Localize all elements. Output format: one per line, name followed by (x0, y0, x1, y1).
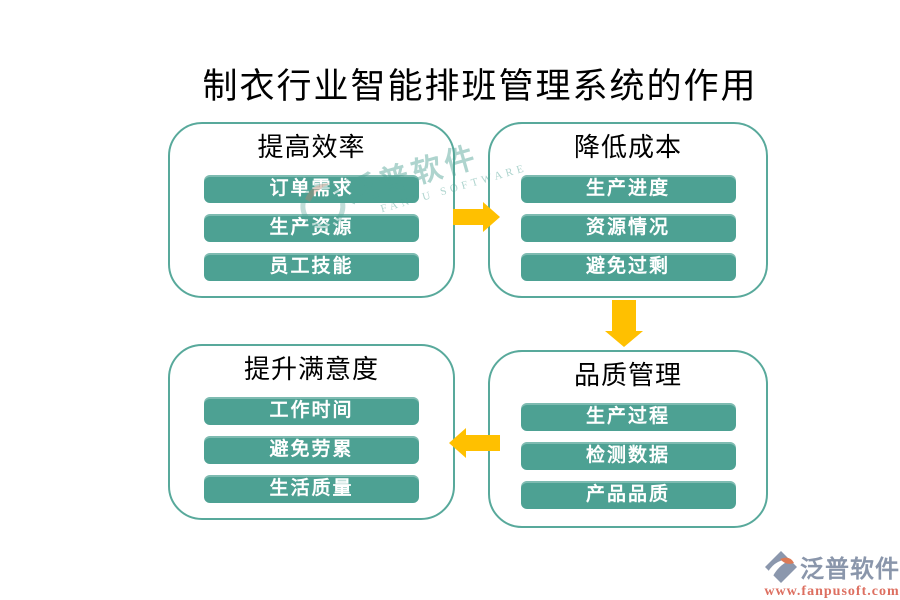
group-header-reduce-cost: 降低成本 (573, 133, 682, 162)
page-title: 制衣行业智能排班管理系统的作用 (202, 67, 758, 106)
item-pill: 避免劳累 (204, 436, 419, 464)
footer-logo: 泛普软件 www.fanpusoft.com (764, 549, 900, 600)
item-pill: 生活质量 (204, 475, 419, 503)
arrow-head (483, 202, 500, 232)
group-header-improve-efficiency: 提高效率 (257, 133, 366, 162)
item-pill: 产品品质 (520, 481, 736, 509)
group-box-reduce-cost: 降低成本 生产进度 资源情况 避免过剩 (488, 122, 768, 298)
item-pill: 生产过程 (520, 403, 736, 431)
item-pill: 生产进度 (520, 175, 736, 203)
item-pill: 资源情况 (520, 214, 736, 242)
group-box-improve-efficiency: 提高效率 订单需求 生产资源 员工技能 (168, 122, 455, 298)
arrow-shaft (453, 209, 483, 225)
arrow-left-icon (449, 428, 500, 458)
arrow-shaft (612, 300, 636, 331)
footer-url-text: www.fanpusoft.com (764, 584, 900, 599)
item-pill: 生产资源 (204, 214, 419, 242)
item-pill: 订单需求 (204, 175, 419, 203)
group-header-improve-satisfaction: 提升满意度 (243, 355, 379, 384)
item-pill: 避免过剩 (520, 253, 736, 281)
item-pill: 工作时间 (204, 397, 419, 425)
arrow-shaft (466, 435, 500, 451)
arrow-down-icon (605, 300, 643, 347)
item-pill: 检测数据 (520, 442, 736, 470)
group-header-quality-management: 品质管理 (573, 361, 682, 390)
arrow-head (449, 428, 466, 458)
group-box-quality-management: 品质管理 生产过程 检测数据 产品品质 (488, 350, 768, 528)
arrow-right-icon (453, 202, 500, 232)
item-pill: 员工技能 (204, 253, 419, 281)
footer-brand-text: 泛普软件 (800, 557, 900, 583)
group-box-improve-satisfaction: 提升满意度 工作时间 避免劳累 生活质量 (168, 344, 455, 520)
fanpu-logo-icon (765, 550, 797, 583)
arrow-head (605, 331, 643, 347)
